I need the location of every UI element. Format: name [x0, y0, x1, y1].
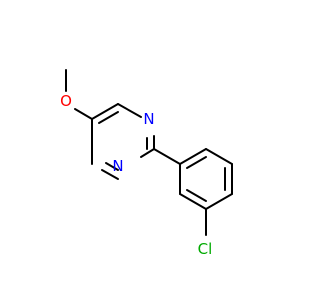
bond-pyrimidine-phenyl — [153, 148, 181, 165]
nitrogen-upper-atom-label: N — [143, 110, 154, 128]
bond-oxygen-ring — [74, 108, 93, 120]
chlorine-atom-label: Cl — [198, 240, 213, 258]
bond-phenyl-4 — [205, 193, 233, 210]
bond-phenyl-1 — [179, 148, 207, 165]
bond-pyrimidine-1 — [91, 103, 119, 120]
bond-phenyl-5 — [179, 193, 207, 210]
bond-phenyl-2 — [205, 148, 233, 165]
bond-pyrimidine-5-double — [105, 162, 119, 171]
molecule-diagram: O N N Cl — [60, 69, 233, 258]
bond-phenyl-1-double — [186, 156, 207, 169]
bond-pyrimidine-5 — [101, 169, 119, 180]
bond-pyrimidine-1-double — [98, 111, 119, 124]
bond-phenyl-5-double — [186, 189, 207, 202]
bond-pyrimidine-4 — [140, 148, 155, 158]
bond-pyrimidine-2 — [117, 103, 142, 118]
oxygen-atom-label: O — [60, 92, 72, 110]
structure-canvas: O N N Cl — [60, 69, 233, 258]
nitrogen-lower-atom-label: N — [112, 157, 123, 175]
